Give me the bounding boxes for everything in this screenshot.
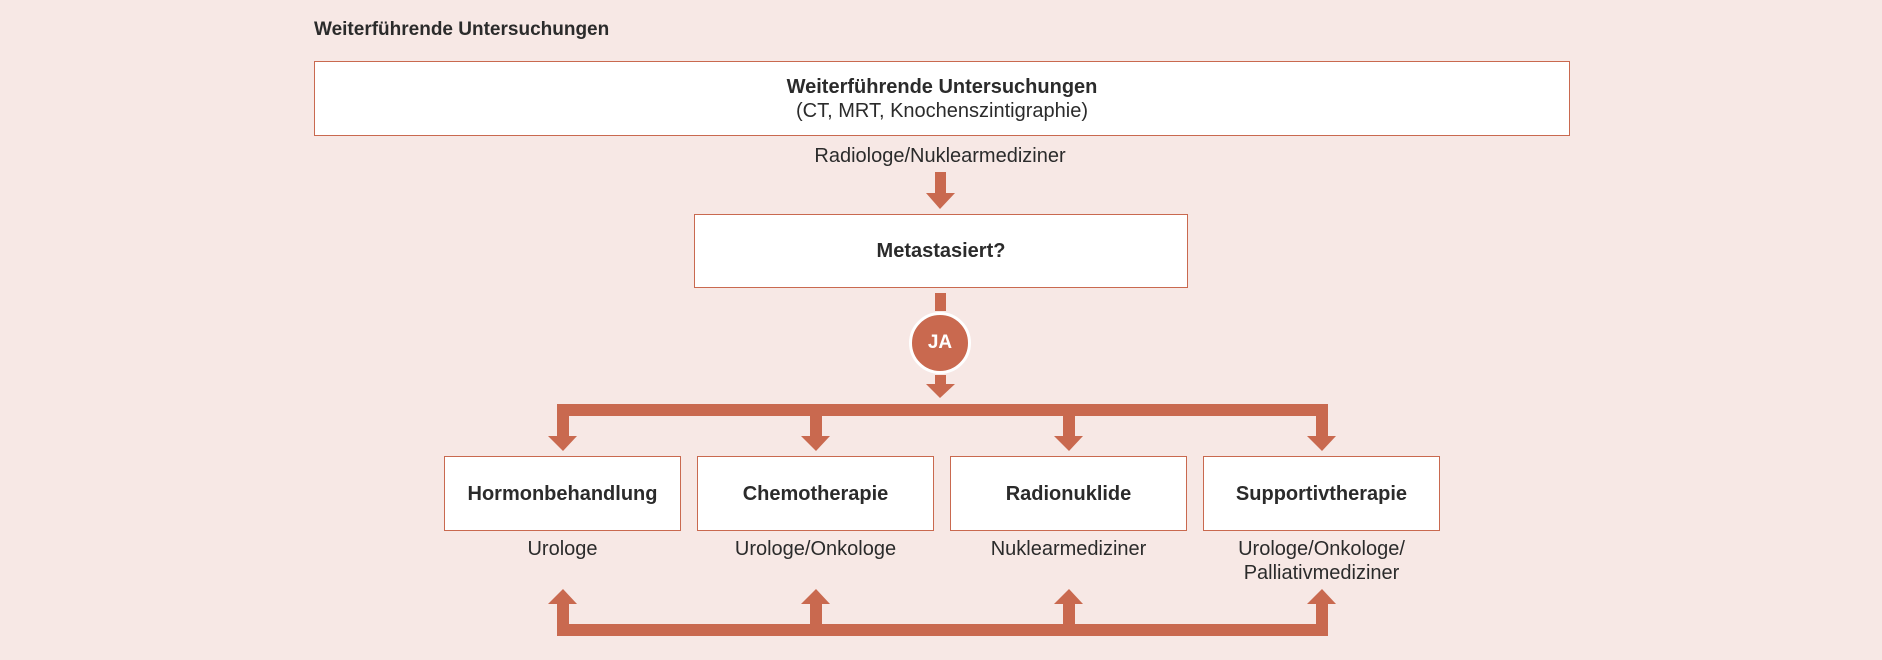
up-shaft-2 (810, 603, 822, 636)
branch-shaft-2 (810, 404, 822, 437)
branch-head-1 (548, 436, 577, 451)
up-shaft-3 (1063, 603, 1075, 636)
diagram-heading: Weiterführende Untersuchungen (314, 19, 610, 40)
branch-head-3 (1054, 436, 1083, 451)
option-box-radionuclide: Radionuklide (950, 456, 1187, 531)
up-shaft-1 (557, 603, 569, 636)
option-box-supportive: Supportivtherapie (1203, 456, 1440, 531)
top-branch-bar (557, 404, 1328, 416)
branch-head-2 (801, 436, 830, 451)
arrow-head-top (926, 193, 955, 209)
option-title: Chemotherapie (742, 482, 889, 505)
up-head-3 (1054, 589, 1083, 604)
option-title: Radionuklide (1005, 482, 1132, 505)
up-head-2 (801, 589, 830, 604)
metastasis-question: Metastasiert? (876, 240, 1006, 262)
option-title: Hormonbehandlung (467, 482, 658, 505)
up-head-1 (548, 589, 577, 604)
examinations-box: Weiterführende Untersuchungen (CT, MRT, … (314, 61, 1570, 136)
examinations-title: Weiterführende Untersuchungen (786, 75, 1098, 98)
option-caption: Urologe/Onkologe/ Palliativmediziner (1238, 538, 1405, 584)
branch-head-4 (1307, 436, 1336, 451)
branch-shaft-1 (557, 404, 569, 437)
branch-shaft-3 (1063, 404, 1075, 437)
examinations-caption: Radiologe/Nuklearmediziner (814, 145, 1066, 167)
branch-shaft-4 (1316, 404, 1328, 437)
up-shaft-4 (1316, 603, 1328, 636)
arrow-shaft-ja (935, 375, 946, 385)
connector-stub (935, 293, 946, 311)
metastasis-question-box: Metastasiert? (694, 214, 1188, 288)
option-box-chemo: Chemotherapie (697, 456, 934, 531)
option-title: Supportivtherapie (1235, 482, 1408, 505)
option-caption: Nuklearmediziner (990, 538, 1147, 560)
yes-badge: JA (909, 312, 971, 374)
bottom-link-bar (557, 624, 1328, 636)
arrow-head-ja (926, 384, 955, 398)
option-caption: Urologe/Onkologe (734, 538, 897, 560)
arrow-shaft-top (935, 172, 946, 193)
option-caption: Urologe (527, 538, 598, 560)
examinations-subtitle: (CT, MRT, Knochenszintigraphie) (796, 99, 1088, 122)
up-head-4 (1307, 589, 1336, 604)
option-box-hormone: Hormonbehandlung (444, 456, 681, 531)
